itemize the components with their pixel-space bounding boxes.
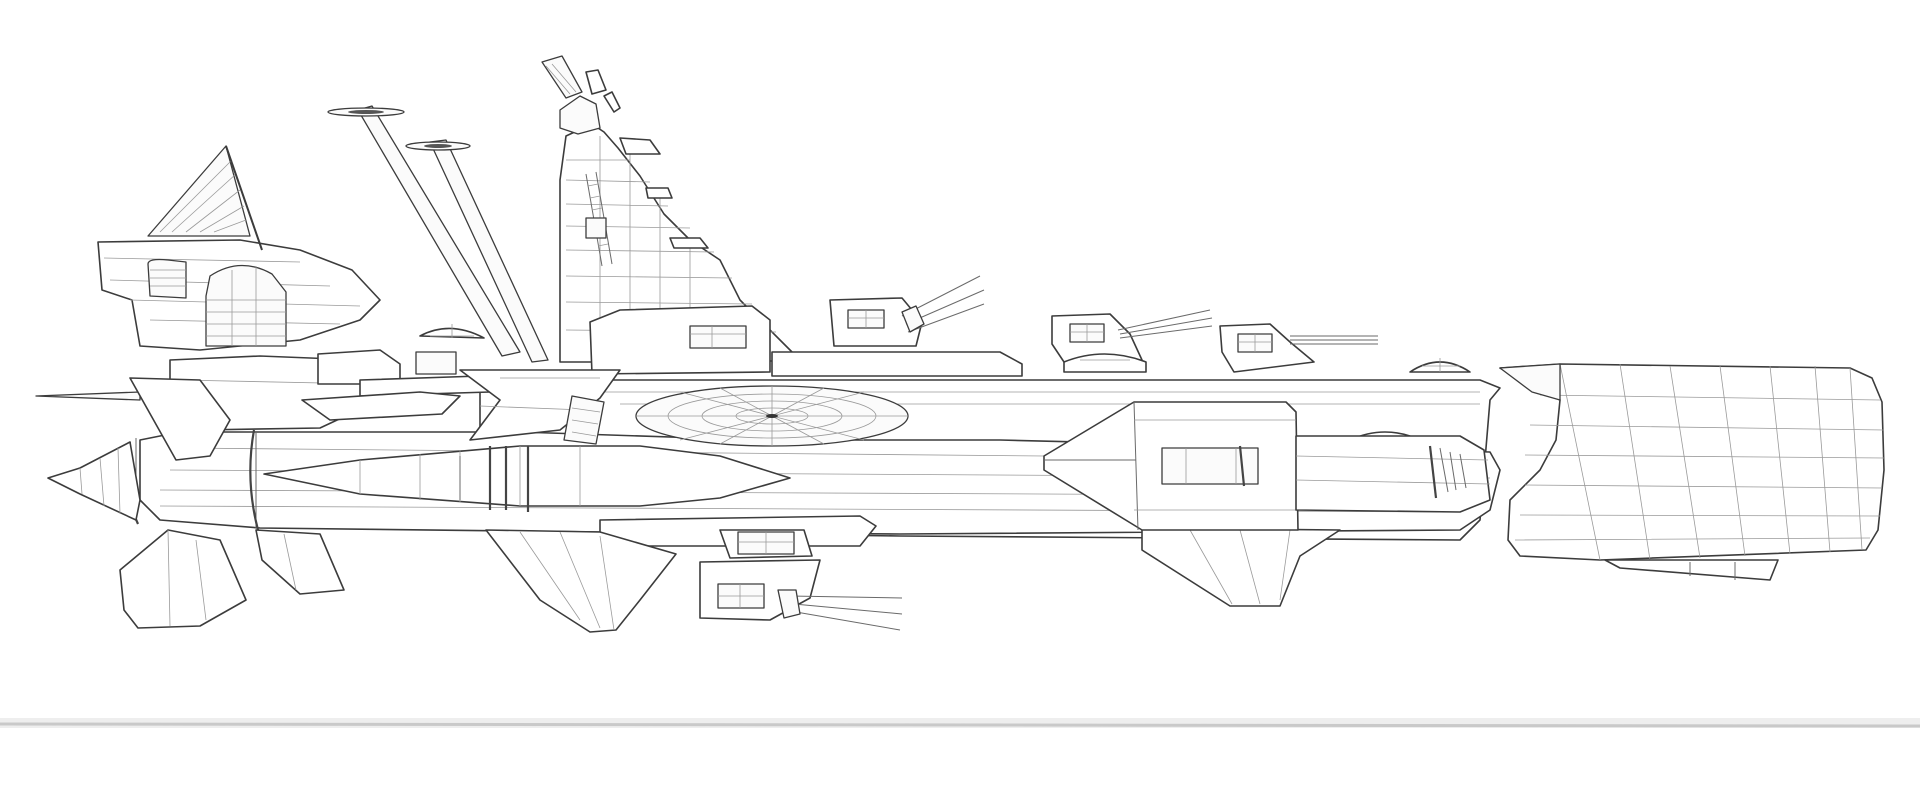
antenna-array (327, 105, 549, 363)
turret-lower (699, 559, 903, 631)
radar-dish (635, 385, 909, 447)
turret-2 (1051, 309, 1213, 373)
armour-module (1043, 401, 1299, 531)
secondary-gun-deck (599, 515, 877, 559)
hull-missile (263, 445, 791, 512)
forward-wing (459, 369, 621, 445)
upper-deck-details (301, 305, 1471, 441)
aft-hull (1295, 435, 1491, 513)
bridge-tower (541, 55, 801, 363)
turret-3 (1219, 323, 1378, 373)
keel-fins (485, 527, 1341, 633)
engine-nacelle (1499, 363, 1885, 581)
floor-line (0, 718, 1920, 728)
turret-1 (829, 275, 985, 347)
bow-fins (119, 529, 345, 629)
